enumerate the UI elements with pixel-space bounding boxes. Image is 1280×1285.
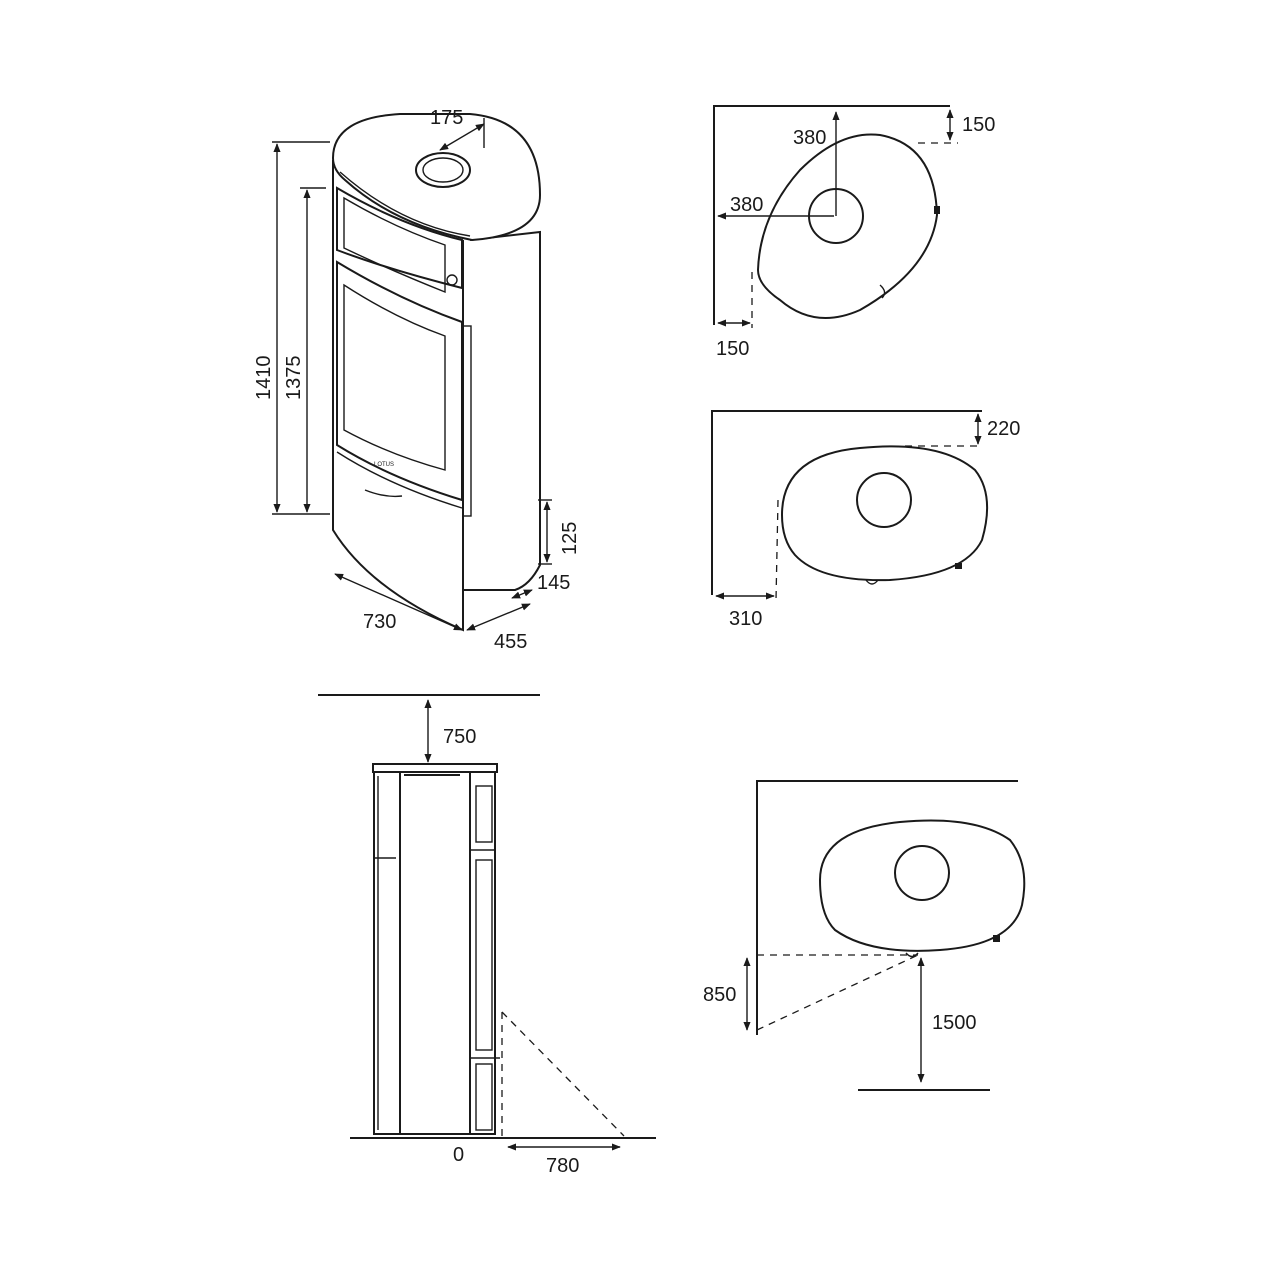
door-glass [343, 283, 446, 471]
dim-depth-label: 455 [494, 631, 527, 653]
corner-90-walls [711, 410, 982, 595]
dim-90-side-extension [775, 499, 779, 601]
front-plan-knob [905, 952, 919, 958]
dim-front-origin-label: 0 [453, 1144, 464, 1166]
dim-45-vertical-label: 380 [793, 127, 826, 149]
side-ash-drawer [475, 1063, 493, 1131]
dim-ceiling-label: 750 [443, 726, 476, 748]
front-plan-air-inlet [993, 935, 1000, 942]
dim-front-side-label: 850 [703, 984, 736, 1006]
dim-width-line [334, 573, 463, 631]
corner-45-air-inlet [934, 206, 940, 214]
corner-90-knob [865, 579, 879, 585]
ash-drawer-handle [364, 489, 403, 498]
dim-flue-offset-line [439, 123, 485, 151]
dim-total-height-label: 1410 [253, 356, 275, 401]
dim-air-inlet-offset-line [511, 589, 533, 599]
dim-air-inlet-offset-label: 145 [537, 572, 570, 594]
dim-flue-height-label: 1375 [283, 356, 305, 401]
corner-90-flue [856, 472, 912, 528]
front-plan-flue [894, 845, 950, 901]
corner-90-stove-outline [780, 445, 989, 582]
main-door [336, 260, 463, 502]
dim-45-horizontal-label: 380 [730, 194, 763, 216]
dim-90-side-label: 310 [729, 608, 762, 630]
side-radiation-diagonal [501, 1011, 625, 1137]
dim-90-back-label: 220 [987, 418, 1020, 440]
stove-top-plate [331, 113, 542, 242]
dim-depth-line [466, 603, 531, 631]
side-upper-handle [475, 785, 493, 843]
front-plan-stove-outline [818, 819, 1026, 952]
front-plan-walls [756, 780, 1018, 1035]
side-main-handle [475, 859, 493, 1051]
dim-width-label: 730 [363, 611, 396, 633]
dim-front-distance-label: 1500 [932, 1012, 977, 1034]
corner-90-air-inlet [955, 563, 962, 569]
upper-door-knob [446, 274, 458, 286]
dim-45-back-label: 150 [962, 114, 995, 136]
stove-side-view: 750 0 780 [318, 694, 656, 1177]
dim-45-side-label: 150 [716, 338, 749, 360]
corner-45-plan: 380 380 150 150 [713, 105, 995, 360]
ash-drawer-line [336, 451, 463, 509]
flue-collar-inner [422, 157, 464, 183]
corner-45-stove-outline [756, 133, 939, 319]
stove-perspective-view: LOTUS 175 1410 1375 125 145 730 455 [253, 107, 581, 653]
dim-front-clearance-label: 780 [546, 1155, 579, 1177]
front-plan-radiation-diagonal [756, 954, 919, 1031]
corner-45-walls [713, 105, 950, 325]
dim-air-inlet-height-label: 125 [559, 522, 581, 555]
brand-label: LOTUS [374, 462, 394, 468]
stove-side-panel [463, 230, 541, 591]
corner-45-knob [879, 284, 886, 299]
corner-90-plan: 220 310 [711, 410, 1020, 630]
upper-glass-panel [343, 196, 446, 294]
upper-frame [336, 186, 463, 290]
side-body [373, 771, 496, 1135]
side-top-plate [372, 763, 498, 773]
front-clearance-plan: 850 1500 [703, 780, 1026, 1091]
top-plate-edge [339, 171, 471, 237]
flue-collar-outer [415, 152, 471, 188]
dim-flue-offset-label: 175 [430, 107, 463, 129]
door-hinge-bar [462, 325, 472, 517]
